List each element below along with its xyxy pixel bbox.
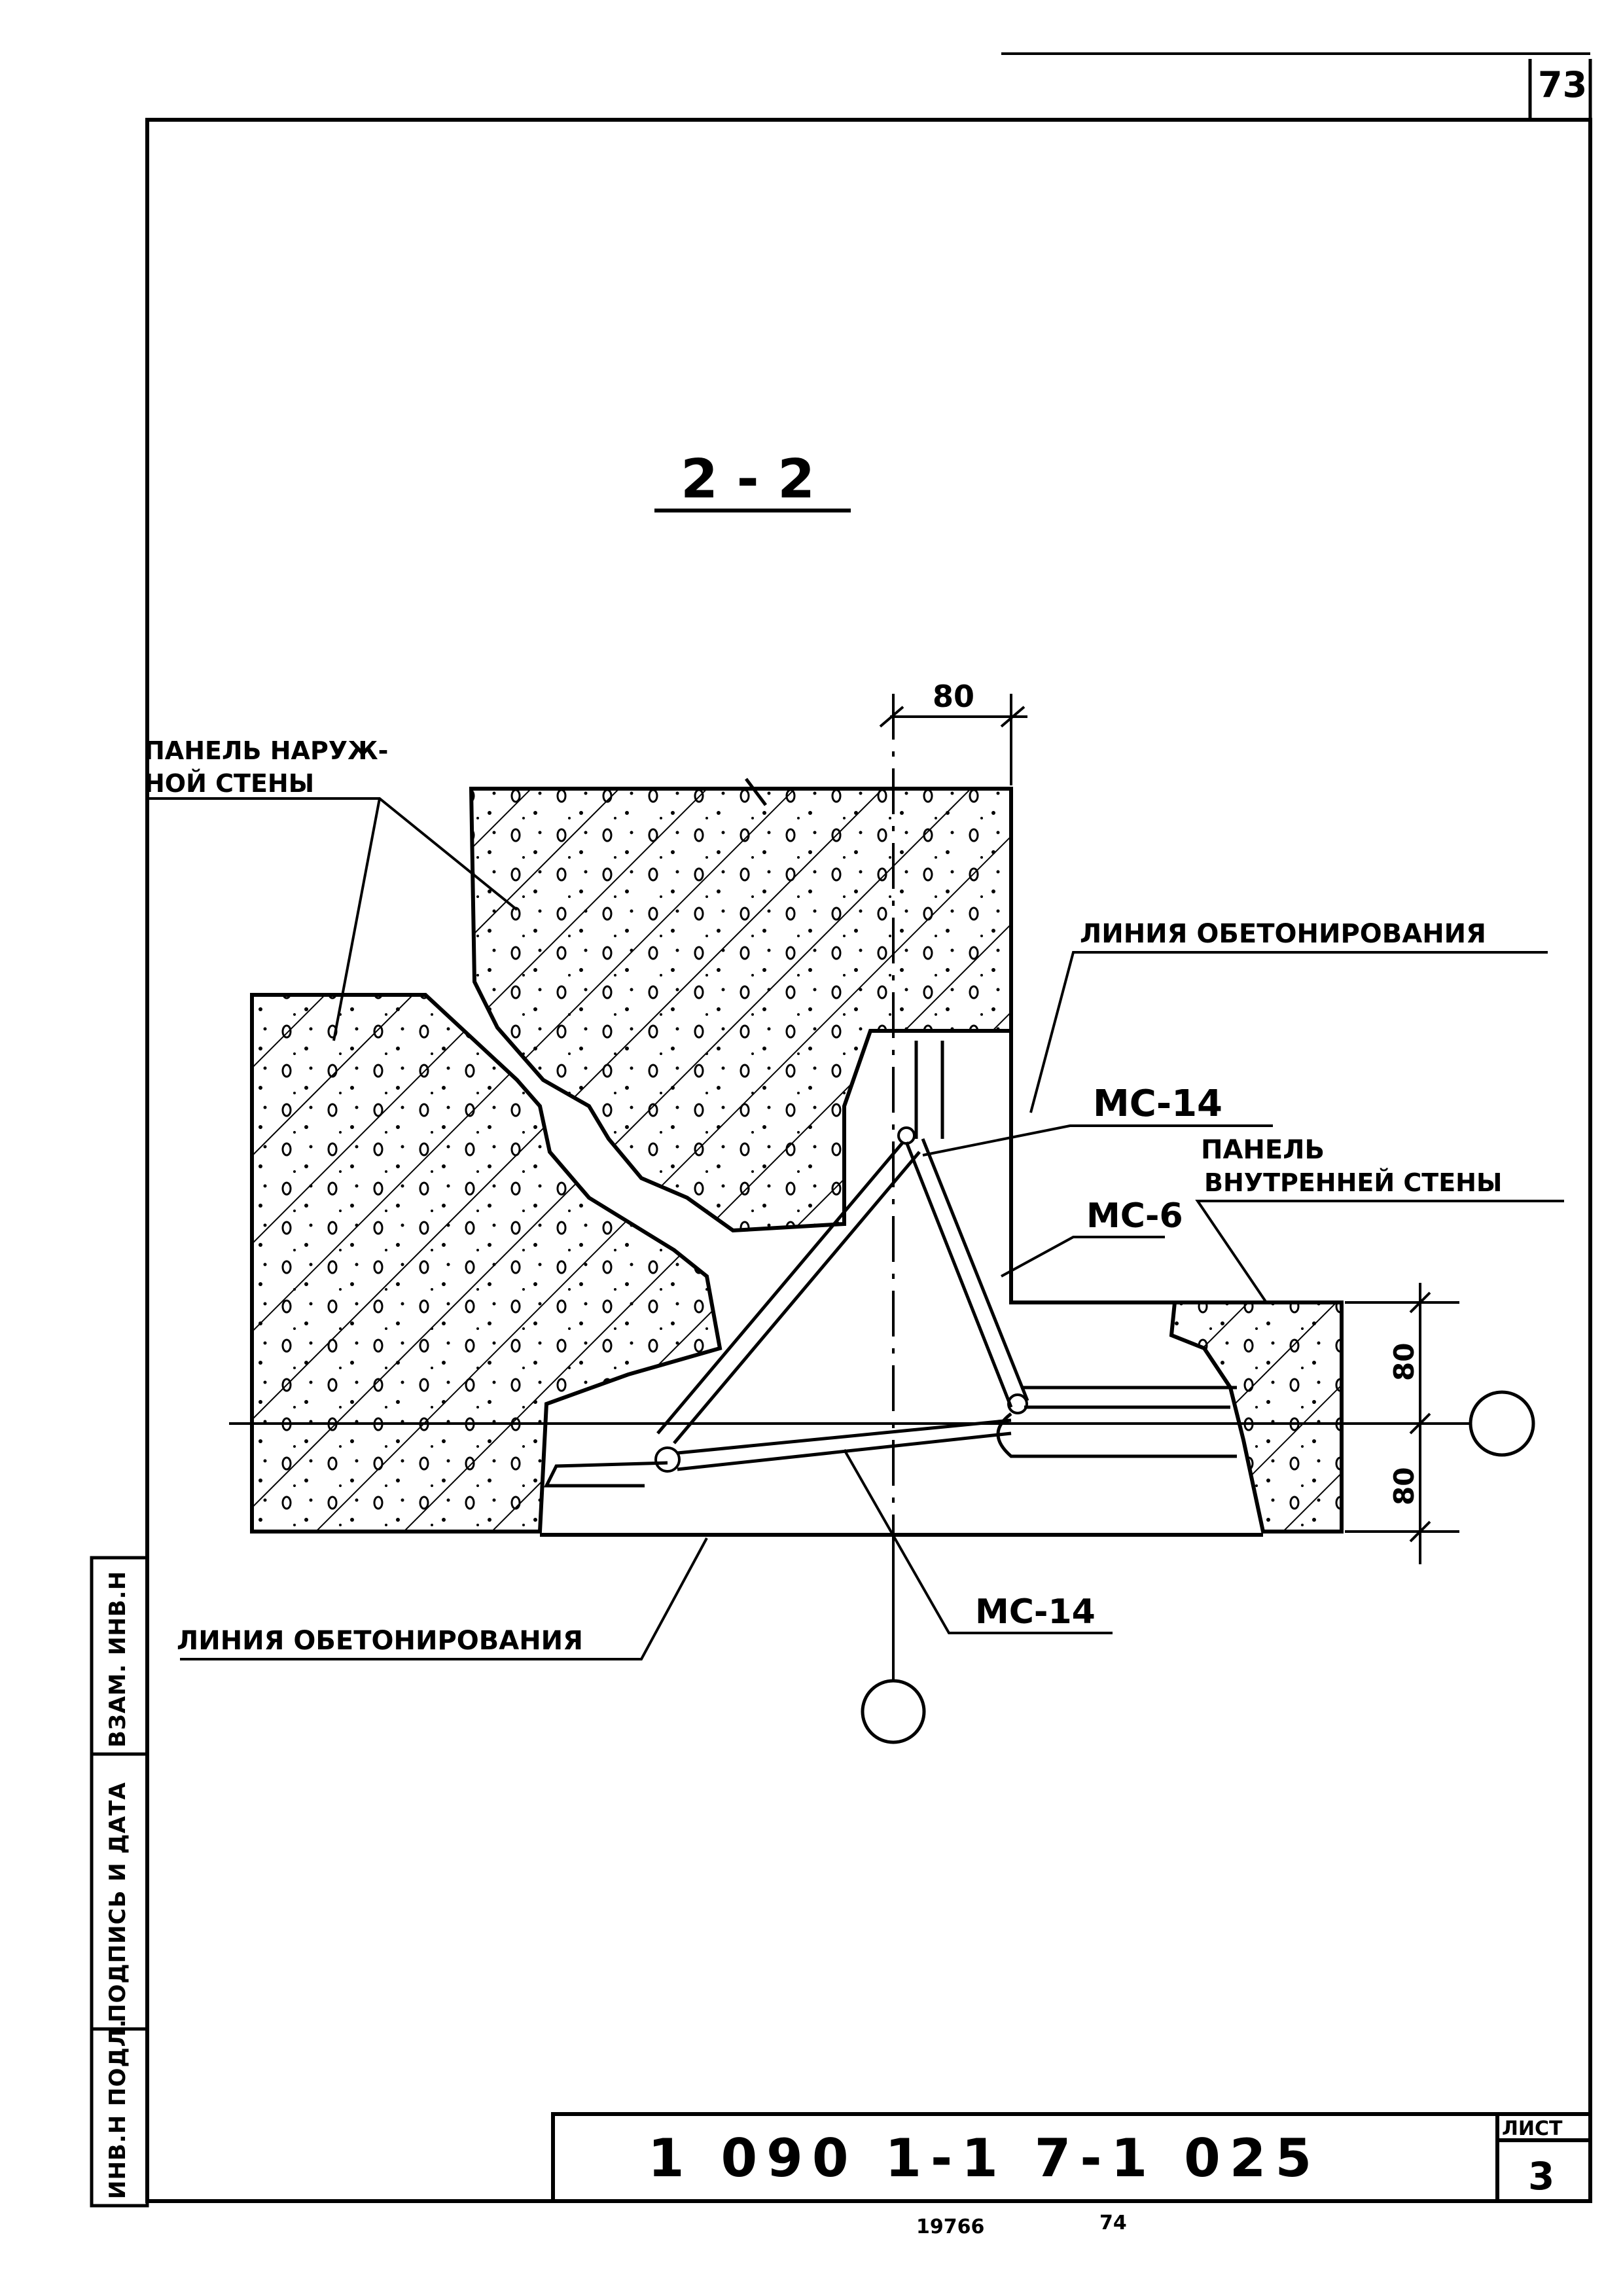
stamp-signature-date: ПОДПИСЬ И ДАТА [105, 1782, 131, 2022]
inner-wall-panel [1169, 1300, 1344, 1534]
stamp-inv-original: ИНВ.Н ПОДЛ. [105, 2018, 131, 2199]
label-inner-wall-panel-1: ПАНЕЛЬ [1201, 1135, 1325, 1165]
footer-left: 19766 [916, 2215, 984, 2238]
section-title: 2 - 2 [681, 448, 815, 511]
outer-wall-panel-upper [469, 787, 1013, 1233]
side-stamp [90, 1556, 149, 2208]
outer-wall-panel-left [250, 993, 722, 1534]
dimension-top-value: 80 [933, 679, 974, 714]
concreting-contour [1009, 1031, 1175, 1304]
label-concreting-line-top: ЛИНИЯ ОБЕТОНИРОВАНИЯ [1080, 919, 1486, 949]
title-block [551, 2112, 1592, 2203]
label-outer-wall-panel-2: НОЙ СТЕНЫ [144, 769, 314, 798]
stamp-replaces-inv: ВЗАМ. ИНВ.Н [105, 1570, 131, 1748]
dimension-right-upper: 80 [1388, 1343, 1420, 1381]
label-inner-wall-panel-2: ВНУТРЕННЕЙ СТЕНЫ [1204, 1168, 1502, 1197]
label-mc14-lower: МС-14 [975, 1592, 1096, 1632]
leader-lines [147, 797, 1564, 1660]
break-mark [745, 778, 767, 806]
dimension-right [1345, 1283, 1459, 1564]
sheet-number: 3 [1528, 2154, 1554, 2198]
document-code: 1 090 1-1 7-1 025 [648, 2128, 1321, 2189]
axis-lines [229, 694, 1486, 1682]
footer-right: 74 [1099, 2212, 1127, 2234]
sheet-label: ЛИСТ [1502, 2117, 1563, 2140]
label-outer-wall-panel-1: ПАНЕЛЬ НАРУЖ- [144, 736, 388, 765]
dimension-top [879, 694, 1027, 785]
label-mc14-upper: МС-14 [1093, 1083, 1222, 1125]
axis-marker-right [1469, 1390, 1535, 1457]
label-mc6: МС-6 [1086, 1196, 1183, 1236]
page-number: 73 [1538, 64, 1587, 105]
label-concreting-line-bottom: ЛИНИЯ ОБЕТОНИРОВАНИЯ [177, 1626, 583, 1656]
reinforcement-bars [543, 1041, 1237, 1488]
dimension-right-lower: 80 [1388, 1467, 1420, 1505]
axis-marker-bottom [861, 1679, 926, 1744]
